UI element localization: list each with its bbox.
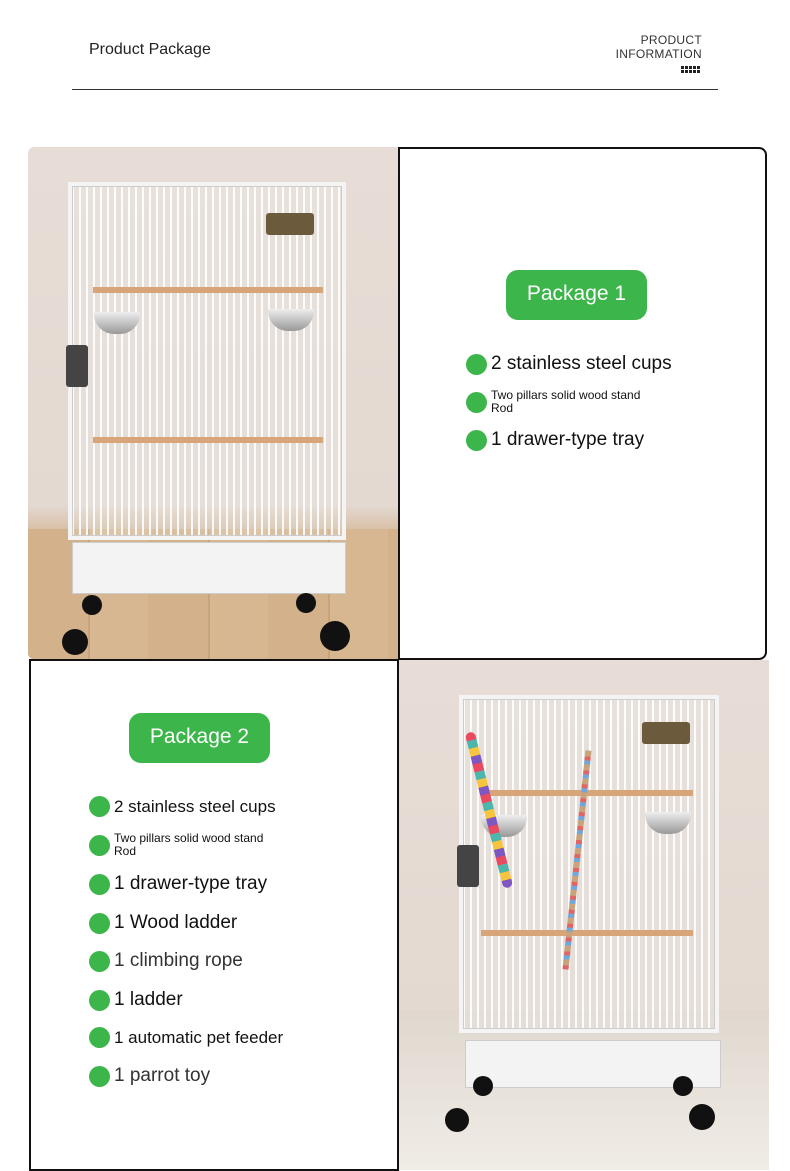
list-item: Two pillars solid wood stand Rod [466, 389, 661, 415]
header-divider [72, 89, 718, 90]
bullet-icon [89, 1065, 110, 1087]
bullet-icon [89, 834, 110, 856]
bullet-icon [466, 353, 487, 375]
package-2-panel: Package 2 2 stainless steel cups Two pil… [29, 659, 399, 1171]
package-2-badge: Package 2 [129, 713, 270, 763]
bullet-icon [89, 950, 110, 972]
cage-photo-with-accessories [399, 660, 769, 1170]
bullet-icon [466, 391, 487, 413]
cage-photo-empty [28, 147, 398, 659]
bullet-icon [466, 429, 487, 451]
info-line-1: PRODUCT [640, 33, 702, 47]
dot-grid-icon [681, 66, 700, 73]
product-information-label: PRODUCT INFORMATION [616, 33, 702, 61]
package-1-panel: Package 1 2 stainless steel cups Two pil… [398, 147, 767, 660]
bullet-icon [89, 796, 110, 817]
list-item: 1 parrot toy [89, 1065, 210, 1087]
list-item: 1 ladder [89, 989, 183, 1011]
info-line-2: INFORMATION [615, 47, 702, 61]
list-item: 1 drawer-type tray [466, 429, 644, 451]
bullet-icon [89, 873, 110, 895]
bullet-icon [89, 1027, 110, 1048]
package-1-badge: Package 1 [506, 270, 647, 320]
bullet-icon [89, 989, 110, 1011]
list-item: 2 stainless steel cups [466, 353, 672, 375]
page-title: Product Package [89, 41, 211, 58]
list-item: 1 Wood ladder [89, 912, 237, 934]
list-item: 1 drawer-type tray [89, 873, 267, 895]
bullet-icon [89, 912, 110, 934]
list-item: Two pillars solid wood stand Rod [89, 832, 284, 858]
list-item: 1 automatic pet feeder [89, 1027, 283, 1048]
list-item: 2 stainless steel cups [89, 796, 276, 817]
list-item: 1 climbing rope [89, 950, 243, 972]
